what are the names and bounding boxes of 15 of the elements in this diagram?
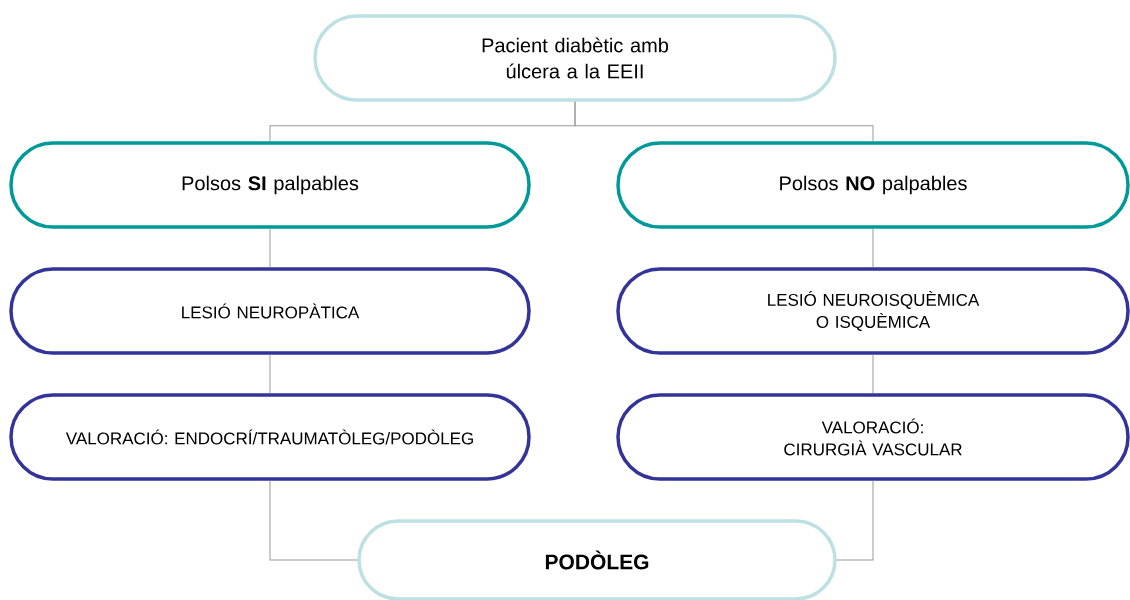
connector-line <box>574 101 874 142</box>
rounded-box: Pacient diabètic amb úlcera a la EEII <box>313 14 837 102</box>
connector-line <box>872 228 874 268</box>
connector-line <box>872 354 874 394</box>
connector-line <box>836 480 874 561</box>
rounded-box: Polsos NO palpables <box>616 141 1130 229</box>
rounded-box: VALORACIÓ: CIRURGIÀ VASCULAR <box>616 393 1130 481</box>
rounded-box: VALORACIÓ: ENDOCRÍ/TRAUMATÒLEG/PODÒLEG <box>9 393 531 481</box>
rounded-box: LESIÓ NEUROPÀTICA <box>9 267 531 355</box>
connector-line <box>269 228 271 268</box>
rounded-box: Polsos SI palpables <box>9 141 531 229</box>
connector-line <box>269 480 358 561</box>
rounded-box: PODÒLEG <box>357 519 837 600</box>
rounded-box: LESIÓ NEUROISQUÈMICA O ISQUÈMICA <box>616 267 1130 355</box>
connector-line <box>269 354 271 394</box>
